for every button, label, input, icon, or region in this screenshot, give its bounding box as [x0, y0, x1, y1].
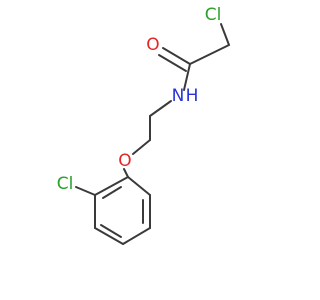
ring-bond-4 — [94, 227, 124, 245]
bond-cl-ch2 — [220, 23, 230, 46]
ring-bond-3 — [122, 227, 151, 245]
atom-n-amide: N — [172, 86, 185, 106]
bonds — [75, 23, 230, 245]
bond-carbonyl-double-2 — [158, 54, 187, 72]
atom-o-carbonyl: O — [146, 35, 159, 55]
ring-double-3 — [102, 186, 122, 199]
bond-ch2-carbonyl — [189, 44, 230, 65]
bond-carbonyl-double-1 — [162, 47, 191, 65]
bond-ch2-o — [132, 139, 151, 155]
bond-n-ch2 — [149, 100, 172, 117]
bond-carbonyl-n — [183, 63, 191, 91]
atom-cl-aryl: Cl — [57, 174, 74, 194]
ring-bond-1 — [127, 176, 151, 196]
ring-bond-6 — [94, 176, 129, 196]
chemical-structure: Cl O N H O Cl — [57, 5, 230, 245]
ring-double-2 — [100, 224, 122, 238]
bond-o-aryl — [123, 168, 129, 178]
bond-aryl-cl — [75, 186, 96, 196]
atom-o-ether: O — [118, 151, 131, 171]
atom-cl-acyl: Cl — [205, 5, 222, 25]
atom-labels: Cl O N H O Cl — [57, 5, 222, 194]
atom-h-amide: H — [186, 86, 199, 106]
